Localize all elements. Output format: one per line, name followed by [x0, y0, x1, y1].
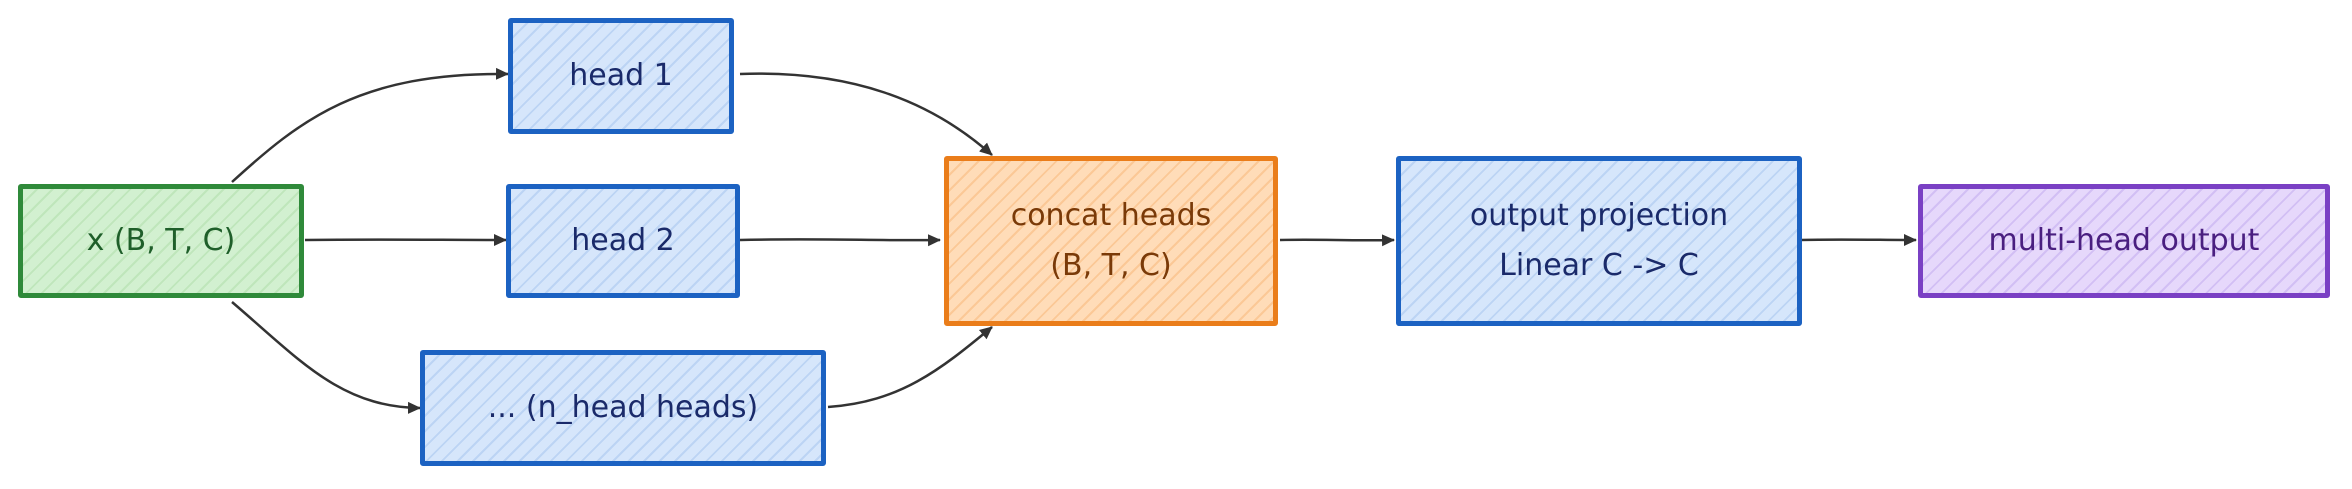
output-projection-node: output projection Linear C -> C [1396, 156, 1802, 326]
output-label: multi-head output [1988, 223, 2260, 258]
head-1-label: head 1 [569, 58, 673, 93]
arrow-head-n-to-concat [827, 326, 993, 409]
input-label: x (B, T, C) [86, 223, 236, 258]
concat-shape-label: (B, T, C) [1050, 248, 1172, 283]
input-node: x (B, T, C) [18, 184, 304, 298]
concat-heads-label: concat heads [1010, 198, 1212, 233]
arrow-input-to-head1 [231, 67, 509, 183]
multi-head-output-node: multi-head output [1918, 184, 2330, 298]
head-2-node: head 2 [506, 184, 740, 298]
projection-linear-label: Linear C -> C [1499, 248, 1699, 283]
projection-title-label: output projection [1469, 198, 1729, 233]
concat-heads-node: concat heads (B, T, C) [944, 156, 1278, 326]
arrow-concat-to-projection [1279, 234, 1395, 247]
head-1-node: head 1 [508, 18, 734, 134]
head-n-label: ... (n_head heads) [487, 390, 759, 425]
arrow-head1-to-concat [739, 72, 993, 156]
arrow-input-to-head-n [231, 301, 421, 414]
arrow-head2-to-concat [739, 234, 941, 247]
head-2-label: head 2 [571, 223, 675, 258]
head-n-node: ... (n_head heads) [420, 350, 826, 466]
